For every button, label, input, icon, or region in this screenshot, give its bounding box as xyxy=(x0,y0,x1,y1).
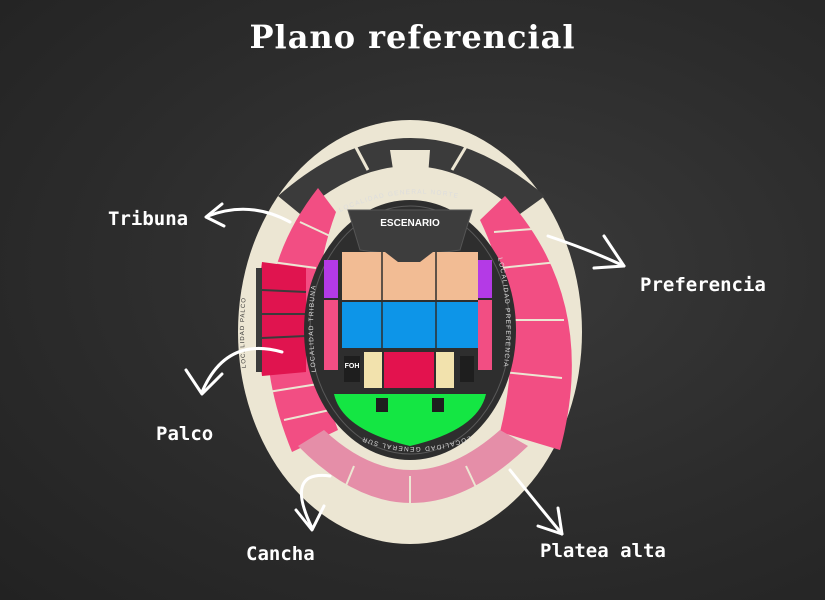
zone-red[interactable] xyxy=(384,352,434,388)
stage-label: ESCENARIO xyxy=(380,218,440,229)
callout-palco: Palco xyxy=(156,423,214,445)
north-stands xyxy=(278,138,545,214)
callout-tribuna: Tribuna xyxy=(108,208,189,230)
delay-booth-right xyxy=(460,356,474,382)
ring-label-tribuna: LOCALIDAD TRIBUNA xyxy=(308,284,318,373)
side-box-right[interactable] xyxy=(478,260,492,298)
section-palco[interactable] xyxy=(258,262,306,376)
arrow-palco xyxy=(200,347,284,394)
ring-label-palco: LOCALIDAD PALCO xyxy=(240,297,248,368)
delay-booth-left xyxy=(376,398,388,412)
arrow-tribuna xyxy=(206,207,292,224)
zone-cream-left[interactable] xyxy=(364,352,382,388)
callout-preferencia: Preferencia xyxy=(640,274,766,296)
zone-blue[interactable] xyxy=(342,302,478,348)
arrow-platea xyxy=(508,468,564,536)
section-platea-alta[interactable] xyxy=(298,430,528,503)
callout-cancha: Cancha xyxy=(246,543,315,565)
delay-booth-center xyxy=(432,398,444,412)
stage xyxy=(347,209,473,255)
arrow-preferencia xyxy=(546,234,626,268)
foh-booth xyxy=(344,356,360,382)
callout-platea-alta: Platea alta xyxy=(540,540,666,562)
arrow-cancha xyxy=(299,473,332,530)
section-preferencia[interactable] xyxy=(480,196,572,450)
north-gap xyxy=(390,150,430,176)
side-box-left[interactable] xyxy=(324,260,338,298)
zone-cancha[interactable] xyxy=(334,394,486,446)
zone-cream-right[interactable] xyxy=(436,352,454,388)
page-title: Plano referencial xyxy=(249,18,576,56)
foh-label: FOH xyxy=(345,363,360,370)
